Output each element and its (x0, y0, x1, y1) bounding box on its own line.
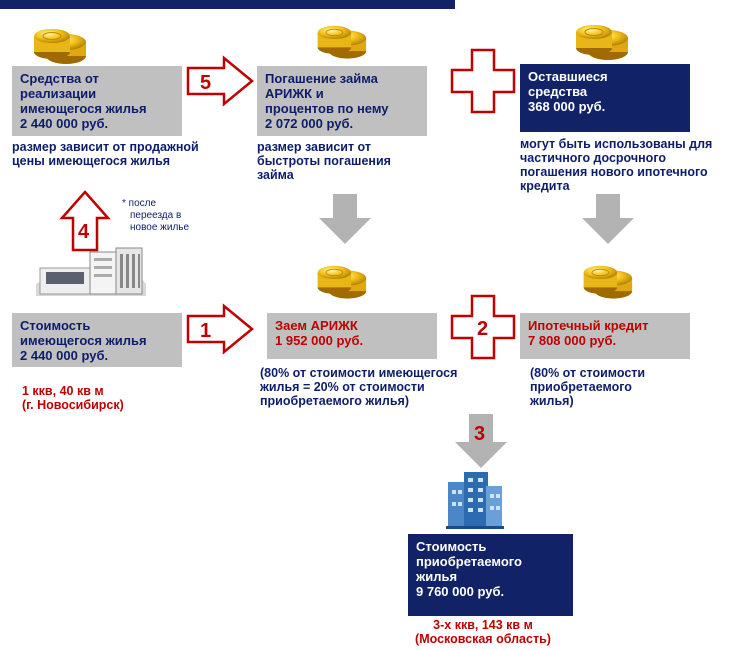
after-move-note: * после переезда в новое жилье (122, 198, 190, 233)
sale-proceeds-box: Средства от реализации имеющегося жилья … (12, 66, 182, 136)
arrow-down-icon (582, 194, 634, 244)
skyscraper-icon (446, 472, 504, 529)
coins-icon (578, 254, 634, 304)
sale-note: размер зависит от продажной цены имеющег… (12, 140, 199, 168)
arrow-up-icon: 4 (59, 190, 111, 252)
step-5-label: 5 (200, 72, 211, 94)
current-home-cost-box: Стоимость имеющегося жилья 2 440 000 руб… (12, 313, 182, 367)
remaining-note: могут быть использованы для частичного д… (520, 137, 713, 193)
arrow-right-icon: 5 (186, 55, 254, 107)
coins-icon (312, 14, 368, 64)
arrow-down-icon: 3 (455, 414, 507, 468)
loan-repayment-box: Погашение займа АРИЖК и процентов по нем… (257, 66, 427, 136)
current-apartment-details: 1 ккв, 40 кв м (г. Новосибирск) (22, 384, 124, 412)
step-3-label: 3 (474, 423, 485, 445)
step-2-label: 2 (477, 318, 488, 340)
step-1-label: 1 (200, 320, 211, 342)
plus-icon: 2 (450, 294, 516, 360)
mortgage-note: (80% от стоимости приобретаемого жилья) (530, 366, 646, 408)
mortgage-box: Ипотечный кредит 7 808 000 руб. (520, 313, 690, 359)
plus-icon (450, 48, 516, 114)
new-apartment-details: 3-х ккв, 143 кв м (Московская область) (415, 618, 551, 646)
arrow-right-icon: 1 (186, 303, 254, 355)
repayment-note: размер зависит от быстроты погашения зай… (257, 140, 391, 182)
loan-note: (80% от стоимости имеющегося жилья = 20%… (260, 366, 458, 408)
building-icon (36, 247, 146, 296)
remaining-funds-box: Оставшиеся средства 368 000 руб. (520, 64, 690, 132)
coins-icon (28, 18, 88, 68)
arrow-down-icon (319, 194, 371, 244)
header-strip (0, 0, 455, 9)
step-4-label: 4 (78, 221, 90, 243)
coins-icon (570, 14, 630, 64)
new-home-cost-box: Стоимость приобретаемого жилья 9 760 000… (408, 534, 573, 616)
coins-icon (312, 254, 368, 304)
arizhk-loan-box: Заем АРИЖК 1 952 000 руб. (267, 313, 437, 359)
